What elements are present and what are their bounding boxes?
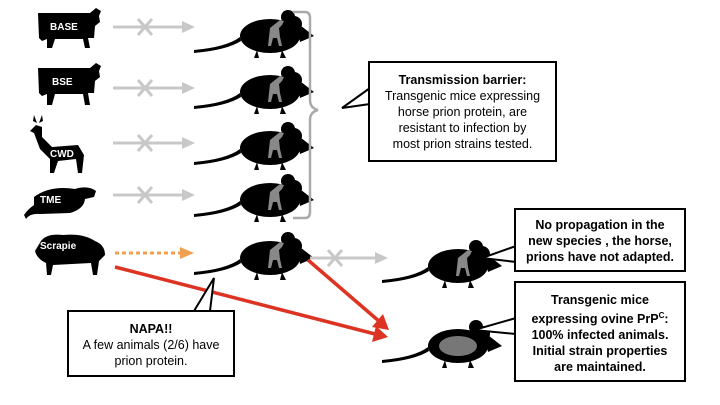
ovine-line-prp: expressing ovine PrPC: [516, 308, 684, 327]
no-propagation-callout: No propagation in the new species , the … [514, 208, 686, 272]
barrier-callout-pointer [341, 86, 371, 109]
blocked-arrow [113, 134, 195, 152]
blocked-arrow [310, 249, 388, 267]
source-label-cwd: CWD [50, 149, 74, 160]
napa-callout: NAPA!! A few animals (2/6) have prion pr… [67, 310, 235, 377]
red-arrow [306, 258, 389, 330]
mink-icon: TME [24, 187, 96, 219]
source-label-base: BASE [50, 22, 78, 33]
no-propagation-line: new species , the horse, [528, 234, 672, 248]
barrier-callout-line: horse prion protein, are [397, 105, 528, 119]
napa-callout-pointer [192, 277, 215, 312]
horse-transgenic-mouse [194, 174, 314, 222]
red-arrow [114, 265, 388, 342]
source-label-scrapie: Scrapie [40, 241, 77, 252]
ovine-callout: Transgenic mice expressing ovine PrPC: 1… [514, 281, 686, 382]
ovine-prp-text: expressing ovine PrP [531, 312, 659, 327]
source-label-bse: BSE [52, 77, 73, 88]
ovine-transgenic-mouse [382, 320, 502, 368]
no-propagation-line: prions have not adapted. [526, 250, 674, 264]
cow-icon: BASE [38, 8, 101, 48]
group-bracket [293, 10, 319, 220]
cow-icon: BSE [38, 63, 101, 105]
ovine-line: are maintained. [554, 360, 646, 375]
napa-callout-line: prion protein. [114, 354, 188, 368]
ovine-prp-colon: : [664, 312, 669, 327]
ovine-line: Transgenic mice [551, 293, 649, 307]
horse-transgenic-mouse-second-passage [382, 240, 502, 288]
dotted-arrow [115, 247, 194, 259]
horse-transgenic-mouse [194, 10, 314, 58]
barrier-callout: Transmission barrier: Transgenic mice ex… [368, 61, 557, 162]
source-label-tme: TME [40, 195, 61, 206]
ovine-line: Initial strain properties [532, 344, 668, 359]
horse-transgenic-mouse [194, 232, 314, 280]
blocked-arrow [113, 186, 195, 204]
ovine-line: 100% infected animals. [531, 328, 669, 343]
napa-callout-line: A few animals (2/6) have [82, 338, 220, 352]
horse-transgenic-mouse [194, 66, 314, 114]
no-propagation-line: No propagation in the [535, 218, 665, 232]
horse-transgenic-mouse [194, 122, 314, 170]
ovine-prp-superscript: C [658, 311, 665, 320]
blocked-arrow [113, 79, 195, 97]
barrier-callout-line: resistant to infection by [398, 121, 527, 135]
napa-callout-title: NAPA!! [129, 322, 173, 336]
barrier-callout-line: most prion strains tested. [392, 137, 533, 151]
barrier-callout-line: Transgenic mice expressing [384, 89, 541, 103]
sheep-icon [439, 336, 477, 356]
barrier-callout-title: Transmission barrier: [398, 73, 527, 87]
deer-icon: CWD [30, 115, 84, 173]
blocked-arrow [113, 18, 195, 36]
sheep-icon: Scrapie [35, 234, 105, 275]
